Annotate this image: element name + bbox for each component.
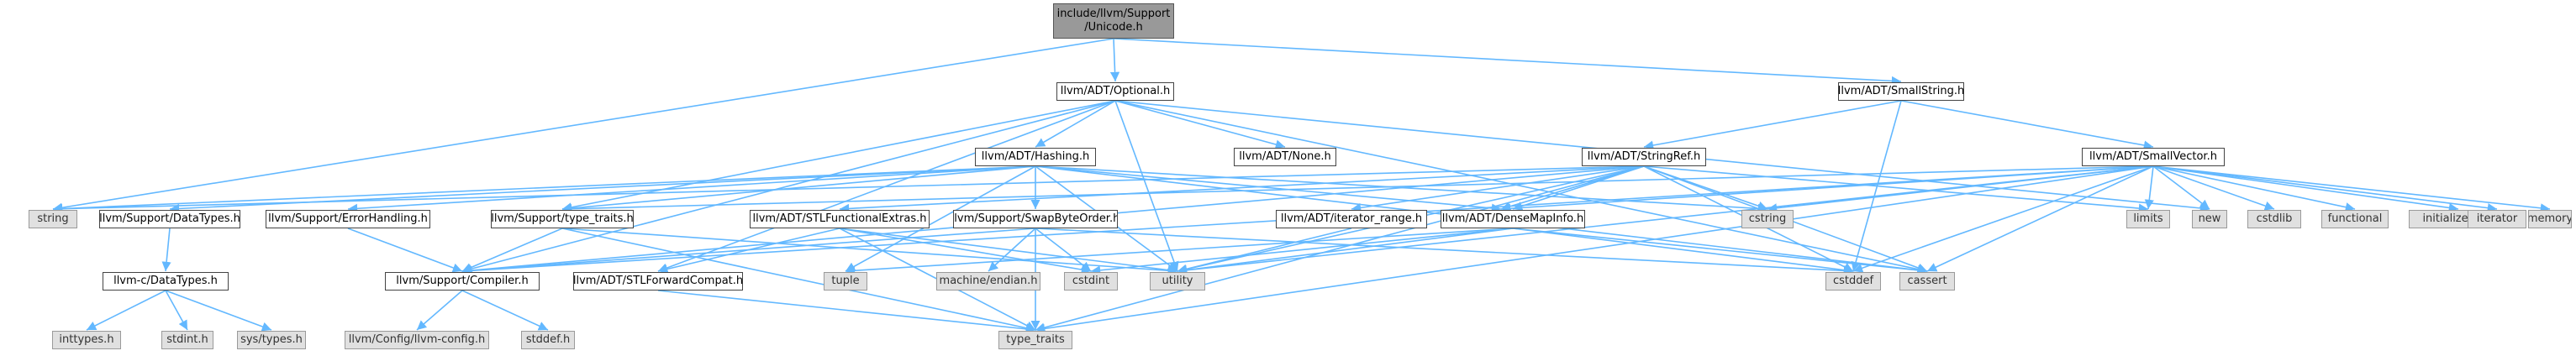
node-stlforwardcompat-h[interactable]: llvm/ADT/STLForwardCompat.h [573, 272, 743, 291]
node-iterator-range-h[interactable]: llvm/ADT/iterator_range.h [1276, 210, 1427, 228]
edge-stringref-to-limits [1643, 165, 2149, 213]
edge-optional-to-hashing [1035, 100, 1116, 148]
edge-swapbyte-to-cstdint [1035, 228, 1092, 272]
edge-cdatatypes-to-systypes [165, 290, 272, 332]
node-compiler-h[interactable]: llvm/Support/Compiler.h [385, 272, 540, 291]
edge-stringref-to-typetraitsstd [1035, 165, 1645, 332]
node-new[interactable]: new [2192, 210, 2227, 228]
edge-unicode-to-optional [1109, 38, 1120, 82]
edge-hashing-to-string [52, 165, 1036, 214]
edge-swapbyte-to-machendian [988, 228, 1036, 272]
edge-smallvector-to-utility [1177, 165, 2154, 275]
node-smallstring-h[interactable]: llvm/ADT/SmallString.h [1838, 82, 1964, 101]
node-type-traits[interactable]: type_traits [998, 331, 1072, 349]
node-sys-types-h[interactable]: sys/types.h [237, 331, 306, 349]
edge-cdatatypes-to-stdint [165, 290, 188, 331]
edge-stringref-to-stlfunc [839, 165, 1645, 213]
edge-smallvector-to-typetraits [561, 165, 2154, 214]
node-stlfunctionalextras-h[interactable]: llvm/ADT/STLFunctionalExtras.h [750, 210, 930, 228]
edge-errorhandling-to-compiler [347, 228, 463, 273]
edge-smallvector-to-initlist [2152, 165, 2459, 212]
edge-densemap-to-utility [1177, 228, 1514, 275]
node-inttypes-h[interactable]: inttypes.h [52, 331, 121, 349]
node-cassert[interactable]: cassert [1899, 272, 1955, 291]
edge-smallvector-to-cstdlib [2152, 165, 2275, 211]
edge-swapbyte-to-cstddef [1035, 228, 1854, 276]
node-densemapinfo-h[interactable]: llvm/ADT/DenseMapInfo.h [1441, 210, 1585, 228]
node-stddef-h[interactable]: stddef.h [521, 331, 575, 349]
edge-stringref-to-string [52, 165, 1645, 214]
node-tuple[interactable]: tuple [824, 272, 867, 291]
node-memory[interactable]: memory [2528, 210, 2572, 228]
edge-hashing-to-typetraits [561, 165, 1036, 213]
node-utility[interactable]: utility [1150, 272, 1205, 291]
node-cstddef[interactable]: cstddef [1825, 272, 1881, 291]
edge-datatypes-to-cdatatypes [161, 228, 171, 272]
node-errorhandling-h[interactable]: llvm/Support/ErrorHandling.h [266, 210, 430, 228]
node-hashing-h[interactable]: llvm/ADT/Hashing.h [975, 148, 1096, 166]
node-functional[interactable]: functional [2321, 210, 2389, 228]
edge-stringref-to-cstring [1643, 165, 1768, 211]
edge-stlfwd-to-typetraitsstd [657, 290, 1036, 334]
edge-densemap-to-cassert [1512, 228, 1928, 275]
node-cstring[interactable]: cstring [1741, 210, 1794, 228]
node-unicode-h[interactable]: include/llvm/Support /Unicode.h [1053, 3, 1174, 39]
edge-densemap-to-tuple [845, 228, 1514, 275]
edge-typetraits-to-utility [561, 228, 1178, 275]
node-cstdint[interactable]: cstdint [1064, 272, 1118, 291]
edge-smallvector-to-new [2152, 165, 2210, 210]
node-machine-endian-h[interactable]: machine/endian.h [936, 272, 1040, 291]
node-iterator[interactable]: iterator [2468, 210, 2526, 228]
edge-smallvector-to-memory [2152, 165, 2551, 213]
edge-smallvector-to-functional [2152, 165, 2356, 212]
node-stringref-h[interactable]: llvm/ADT/StringRef.h [1582, 148, 1706, 166]
node-llvm-type-traits-h[interactable]: llvm/Support/type_traits.h [491, 210, 634, 228]
edge-optional-to-none [1114, 100, 1286, 149]
edge-smallvector-to-iterator [2152, 165, 2498, 213]
node-swapbyteorder-h[interactable]: llvm/Support/SwapByteOrder.h [953, 210, 1118, 228]
edge-smallstring-to-smallvector [1900, 100, 2154, 150]
edge-optional-to-compiler [461, 100, 1116, 274]
edge-stlfunc-to-cstdint [839, 228, 1092, 275]
edge-swapbyte-to-compiler [461, 228, 1036, 275]
edge-stringref-to-iterrange [1351, 165, 1645, 212]
edge-stlfunc-to-utility [839, 228, 1178, 275]
edge-compiler-to-llvmconfig [416, 290, 463, 331]
edge-smallvector-to-limits [2144, 165, 2154, 210]
edge-smallvector-to-algorithm [1500, 165, 2154, 213]
node-smallvector-h[interactable]: llvm/ADT/SmallVector.h [2082, 148, 2225, 166]
edge-optional-to-cassert [1114, 100, 1928, 275]
edge-optional-to-utility [1114, 100, 1179, 272]
edge-smallstring-to-stringref [1643, 100, 1902, 150]
edge-smallvector-to-typetraitsstd [1035, 165, 2154, 333]
edge-densemap-to-cstdint [1090, 228, 1514, 275]
edge-unicode-to-smallstring [1113, 38, 1902, 86]
edge-typetraits-to-typetraitsstd [561, 228, 1036, 333]
node-llvm-config-h[interactable]: llvm/Config/llvm-config.h [345, 331, 489, 349]
edge-cdatatypes-to-inttypes [86, 290, 166, 331]
edge-smallvector-to-cstddef [1852, 165, 2154, 273]
edge-optional-to-typetraits [561, 100, 1116, 212]
edge-smallvector-to-cassert [1926, 165, 2154, 272]
node-datatypes-h[interactable]: llvm/Support/DataTypes.h [99, 210, 240, 228]
node-cstdlib[interactable]: cstdlib [2247, 210, 2301, 228]
edge-stringref-to-algorithm [1500, 165, 1645, 212]
edge-typetraits-to-compiler [461, 228, 563, 272]
node-string[interactable]: string [29, 210, 77, 228]
node-optional-h[interactable]: llvm/ADT/Optional.h [1056, 82, 1174, 101]
edge-iterrange-to-utility [1177, 228, 1352, 274]
edge-densemap-to-cstddef [1512, 228, 1854, 275]
node-limits[interactable]: limits [2126, 210, 2170, 228]
edge-hashing-to-errorhandling [347, 165, 1036, 213]
edge-compiler-to-stddef [461, 290, 549, 331]
node-none-h[interactable]: llvm/ADT/None.h [1234, 148, 1336, 166]
edge-hashing-to-algorithm [1035, 165, 1502, 213]
node-llvm-c-datatypes-h[interactable]: llvm-c/DataTypes.h [103, 272, 229, 291]
edge-unicode-to-string [52, 38, 1114, 212]
node-stdint-h[interactable]: stdint.h [161, 331, 213, 349]
